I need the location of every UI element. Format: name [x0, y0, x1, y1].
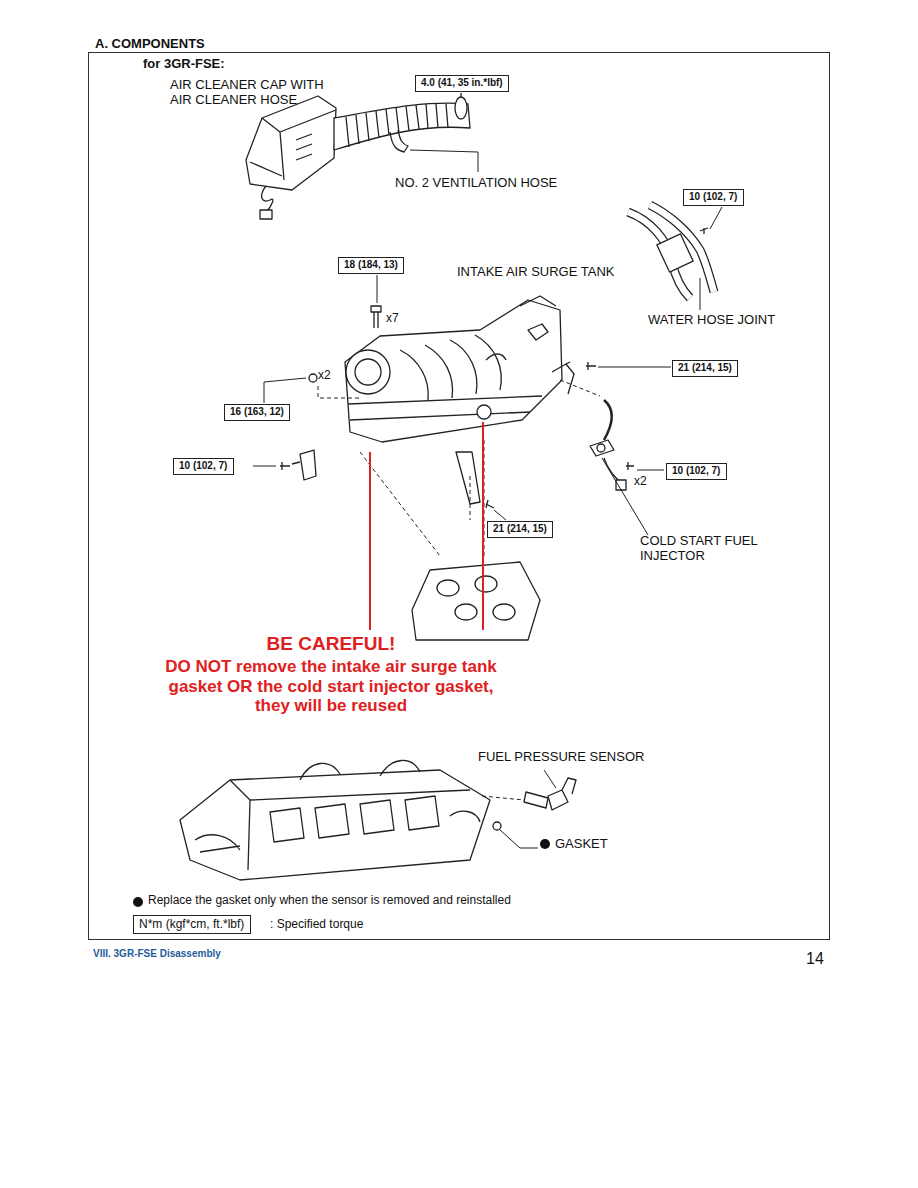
key-text: : Specified torque — [270, 918, 363, 932]
warning-note: DO NOT remove the intake air surge tank … — [156, 657, 506, 716]
warning-heading: BE CAREFUL! — [151, 633, 511, 655]
quantity: x2 — [318, 369, 331, 383]
quantity: x7 — [386, 312, 399, 326]
frame-heading: for 3GR-FSE: — [89, 53, 829, 71]
part-name: NO. 2 VENTILATION HOSE — [395, 176, 557, 191]
torque-spec-box: 10 (102, 7) — [666, 463, 727, 480]
part-name: FUEL PRESSURE SENSOR — [478, 750, 644, 765]
part-name: INTAKE AIR SURGE TANK — [457, 265, 614, 280]
legend-text: Replace the gasket only when the sensor … — [148, 894, 511, 908]
part-name: WATER HOSE JOINT — [648, 313, 775, 328]
section-title: A. COMPONENTS — [95, 37, 205, 52]
torque-spec-box: 4.0 (41, 35 in.*lbf) — [415, 75, 509, 92]
torque-spec-box: 10 (102, 7) — [173, 458, 234, 475]
part-name: GASKET — [555, 837, 608, 852]
part-name: AIR CLEANER CAP WITH AIR CLEANER HOSE — [170, 78, 340, 108]
torque-value: 10 (102, 7) — [672, 465, 721, 478]
torque-spec-box: 21 (214, 15) — [487, 521, 553, 538]
torque-value: 10 (102, 7) — [689, 191, 738, 204]
torque-value: 16 (163, 12) — [230, 406, 284, 419]
quantity: x2 — [634, 475, 647, 489]
page-number: 14 — [806, 950, 824, 968]
footer-section: VIII. 3GR-FSE Disassembly — [93, 948, 221, 960]
torque-key-box: N*m (kgf*cm, ft.*lbf) — [133, 915, 251, 934]
torque-spec-box: 10 (102, 7) — [683, 189, 744, 206]
torque-spec-box: 16 (163, 12) — [224, 404, 290, 421]
torque-value: 21 (214, 15) — [678, 362, 732, 375]
torque-spec-box: 21 (214, 15) — [672, 360, 738, 377]
torque-value: 4.0 (41, 35 in.*lbf) — [421, 77, 503, 90]
torque-value: 18 (184, 13) — [344, 259, 398, 272]
torque-value: 21 (214, 15) — [493, 523, 547, 536]
torque-value: N*m (kgf*cm, ft.*lbf) — [139, 917, 245, 932]
torque-value: 10 (102, 7) — [179, 460, 228, 473]
part-name: COLD START FUEL INJECTOR — [640, 534, 760, 564]
torque-spec-box: 18 (184, 13) — [338, 257, 404, 274]
